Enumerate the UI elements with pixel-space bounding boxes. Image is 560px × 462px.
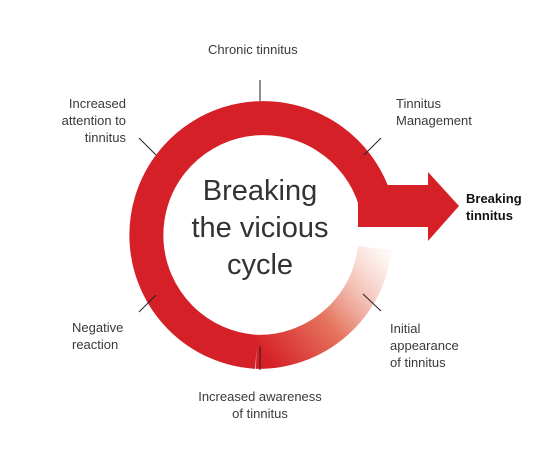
tick-initial xyxy=(362,293,382,312)
label-breaking-tinnitus: Breaking tinnitus xyxy=(466,191,522,223)
label-increased-attention: Increased attention to tinnitus xyxy=(61,96,126,145)
tick-management xyxy=(363,137,382,156)
label-chronic-tinnitus: Chronic tinnitus xyxy=(208,42,298,57)
center-title: Breaking the vicious cycle xyxy=(191,175,329,281)
breaking-arrow xyxy=(358,172,459,241)
label-negative-reaction: Negative reaction xyxy=(72,320,124,352)
tick-attention xyxy=(138,137,157,156)
label-increased-awareness: Increased awareness of tinnitus xyxy=(198,389,322,421)
tick-negative xyxy=(138,294,157,313)
cycle-ring-fade xyxy=(255,245,392,369)
label-initial-appearance: Initial appearance of tinnitus xyxy=(390,321,459,370)
label-tinnitus-management: Tinnitus Management xyxy=(396,96,472,128)
cycle-ring-solid xyxy=(129,101,392,369)
